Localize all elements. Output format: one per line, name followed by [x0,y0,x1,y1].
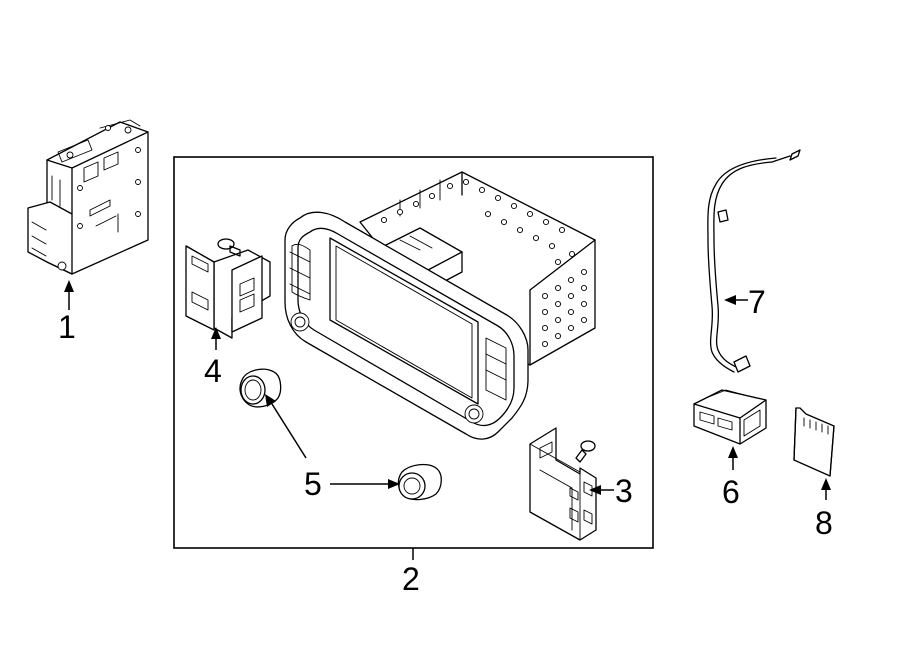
callout-4: 4 [204,327,222,389]
callout-4-label: 4 [204,353,222,389]
callout-2-label: 2 [402,561,420,597]
callout-7-label: 7 [748,284,766,320]
callout-6-label: 6 [722,474,740,510]
callout-1-label: 1 [58,309,76,345]
part-5-knob-upper [239,368,282,408]
part-3-right-bracket [529,427,597,541]
callout-6: 6 [722,446,740,510]
callout-5: 5 [265,394,400,502]
part-5-knob-lower [397,463,442,501]
callout-8-label: 8 [815,505,833,541]
part-1-receiver-module [27,119,149,275]
callout-7: 7 [724,284,766,320]
part-6-usb-jack [693,389,767,445]
callout-8: 8 [815,478,833,541]
part-2-head-unit [284,171,596,440]
callout-5-label: 5 [304,466,322,502]
chassis-vents [380,178,588,348]
part-8-sd-card [793,407,835,477]
part-7-cable [707,149,801,373]
part-3-screw [575,440,596,463]
part-4-screw [217,238,241,257]
callout-3-label: 3 [615,473,633,509]
callout-3: 3 [589,473,633,509]
callout-1: 1 [58,280,76,345]
callout-2: 2 [402,548,420,597]
part-4-left-bracket [185,245,271,339]
